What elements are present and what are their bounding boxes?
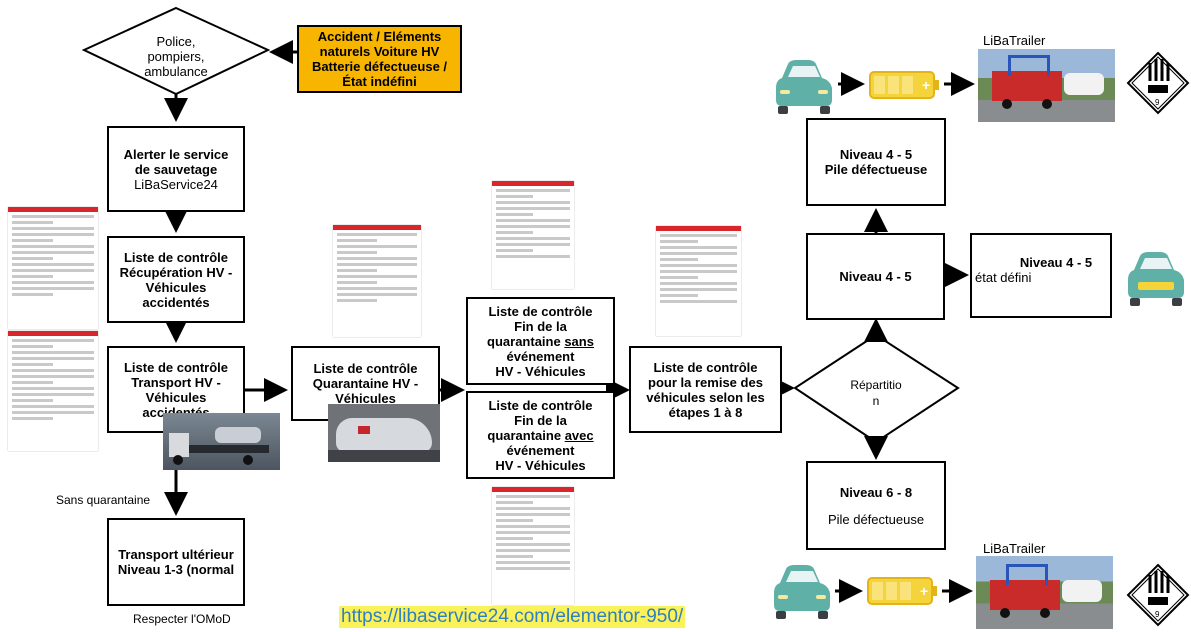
- fin-sans-line-4: événement: [506, 348, 575, 364]
- quarantaine-line-2: Quarantaine HV -: [312, 376, 419, 391]
- recuperation-checklist-node: Liste de contrôle Récupération HV - Véhi…: [107, 236, 245, 323]
- accident-line-2: naturels Voiture HV: [319, 44, 440, 59]
- recup-line-1: Liste de contrôle: [123, 249, 229, 265]
- n45-defini-sub: état défini: [975, 270, 1032, 285]
- police-node-text: Police, pompiers, ambulance: [116, 34, 236, 79]
- tow-truck-photo: [163, 413, 280, 470]
- quarantaine-line-1: Liste de contrôle: [313, 361, 418, 376]
- respecter-omod-label: Respecter l'OMoD: [133, 612, 231, 626]
- svg-text:+: +: [920, 583, 928, 599]
- alert-rescue-node: Alerter le service de sauvetage LiBaServ…: [107, 126, 245, 212]
- quarantaine-line-3: Véhicules: [335, 391, 396, 406]
- trailer-photo-bottom: [976, 556, 1113, 629]
- fin-avec-quarantaine-word: quarantaine: [487, 427, 565, 443]
- battery-icon: +: [869, 71, 939, 99]
- accident-line-4: État indéfini: [342, 74, 417, 89]
- recup-line-4: accidentés: [142, 294, 210, 310]
- ulterieur-line-1: Transport ultérieur: [118, 547, 234, 562]
- quarantine-bag-photo: [328, 404, 440, 462]
- fin-sans-quarantaine-word: quarantaine: [487, 333, 565, 349]
- libatrailer-top-label: LiBaTrailer: [983, 33, 1046, 48]
- checklist-thumbnail: [8, 207, 98, 329]
- n68-title: Niveau 6 - 8: [839, 484, 913, 500]
- car-icon: [774, 565, 830, 619]
- checklist-thumbnail: [333, 225, 421, 337]
- remise-line-2: pour la remise des: [648, 374, 763, 390]
- fin-avec-line-4: événement: [506, 442, 575, 458]
- libaservice-url-link[interactable]: https://libaservice24.com/elementor-950/: [339, 606, 686, 628]
- hazard-class-9-icon: 9: [1126, 563, 1190, 627]
- niveau-45-pile-node: Niveau 4 - 5 Pile défectueuse: [806, 118, 946, 206]
- n45-pile-line-2: Pile défectueuse: [824, 162, 928, 177]
- fin-avec-line-1: Liste de contrôle: [488, 397, 593, 413]
- accident-line-3: Batterie défectueuse /: [311, 59, 448, 74]
- police-line-3: ambulance: [144, 64, 208, 79]
- n45-line: Niveau 4 - 5: [839, 269, 912, 284]
- recup-line-2: Récupération HV -: [119, 264, 233, 280]
- checklist-thumbnail: [8, 331, 98, 451]
- fin-quarantaine-avec-node: Liste de contrôle Fin de la quarantaine …: [466, 391, 615, 479]
- accident-node: Accident / Eléments naturels Voiture HV …: [297, 25, 462, 93]
- checklist-thumbnail: [492, 181, 574, 289]
- fin-sans-line-1: Liste de contrôle: [488, 303, 593, 319]
- repartition-line-1: Répartitio: [850, 378, 902, 392]
- police-line-1: Police,: [156, 34, 196, 49]
- fin-avec-line-3: quarantaine avec: [487, 428, 593, 443]
- n68-sub: Pile défectueuse: [827, 511, 925, 527]
- repartition-node-text: Répartitio n: [816, 377, 936, 409]
- recup-line-3: Véhicules: [145, 279, 207, 295]
- trailer-photo: [978, 49, 1115, 122]
- fin-sans-line-3: quarantaine sans: [487, 334, 594, 349]
- police-line-2: pompiers,: [147, 49, 205, 64]
- n45-defini-title: Niveau 4 - 5: [1019, 255, 1093, 270]
- fin-avec-emphasis: avec: [564, 427, 594, 443]
- svg-text:+: +: [922, 77, 930, 93]
- svg-text:9: 9: [1155, 610, 1160, 619]
- hazard-class-9-icon: 9: [1126, 51, 1190, 115]
- alert-line-2: de sauvetage: [134, 161, 218, 177]
- quarantaine-checklist-node: Liste de contrôle Quarantaine HV - Véhic…: [291, 346, 440, 421]
- remise-checklist-node: Liste de contrôle pour la remise des véh…: [629, 346, 782, 433]
- car-icon: [1128, 252, 1184, 306]
- alert-line-3: LiBaService24: [134, 176, 218, 192]
- checklist-thumbnail: [656, 226, 741, 336]
- remise-line-1: Liste de contrôle: [653, 359, 758, 375]
- transport-ulterieur-node: Transport ultérieur Niveau 1-3 (normal: [107, 518, 245, 606]
- alert-line-1: Alerter le service: [123, 146, 229, 162]
- remise-line-4: étapes 1 à 8: [668, 404, 743, 420]
- n45-pile-line-1: Niveau 4 - 5: [839, 147, 913, 162]
- repartition-line-2: n: [872, 394, 880, 408]
- transport-line-2: Transport HV -: [131, 374, 221, 390]
- niveau-68-node: Niveau 6 - 8 Pile défectueuse: [806, 461, 946, 550]
- fin-sans-line-5: HV - Véhicules: [495, 363, 586, 379]
- ulterieur-line-2: Niveau 1-3 (normal: [117, 562, 235, 577]
- fin-avec-line-5: HV - Véhicules: [495, 457, 586, 473]
- transport-line-1: Liste de contrôle: [123, 359, 229, 375]
- fin-sans-emphasis: sans: [564, 333, 594, 349]
- fin-sans-line-2: Fin de la: [514, 318, 567, 334]
- svg-text:9: 9: [1155, 98, 1160, 107]
- fin-quarantaine-sans-node: Liste de contrôle Fin de la quarantaine …: [466, 297, 615, 385]
- remise-line-3: véhicules selon les: [646, 389, 765, 405]
- niveau-45-defini-node: Niveau 4 - 5 état défini: [970, 233, 1112, 318]
- libatrailer-bottom-label: LiBaTrailer: [983, 541, 1046, 556]
- sans-quarantaine-label: Sans quarantaine: [56, 493, 151, 507]
- niveau-45-node: Niveau 4 - 5: [806, 233, 945, 320]
- accident-line-1: Accident / Eléments: [317, 29, 442, 44]
- car-icon: [776, 60, 832, 114]
- checklist-thumbnail: [492, 487, 574, 605]
- fin-avec-line-2: Fin de la: [514, 412, 567, 428]
- battery-icon: +: [867, 577, 937, 605]
- transport-line-3: Véhicules: [145, 389, 207, 405]
